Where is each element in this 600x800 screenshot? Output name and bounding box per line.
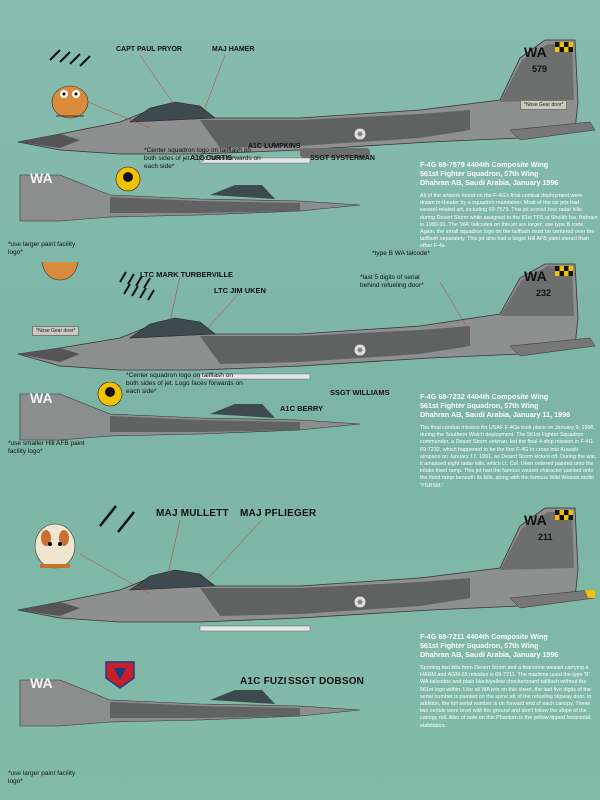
jet1-lower-view: WA *Center squadron logo on tailflash on…: [0, 143, 600, 256]
jet2-lower-tailcode: WA: [30, 390, 53, 406]
jet3-pilot-label: MAJ MULLETT: [156, 508, 229, 519]
jet2-crew2-label: SSGT WILLIAMS: [330, 388, 390, 397]
jet1-weasel-art-icon: [51, 85, 89, 119]
jet2-tailflash: [555, 266, 573, 276]
jet1-title-line3: Dhahran AB, Saudi Arabia, January 1996: [420, 178, 559, 187]
jet1-tail-serial: 579: [532, 64, 548, 74]
jet2-hill-afb-note: *use smaller Hill AFB paint facility log…: [8, 440, 85, 455]
jet2-weasel-art-icon: [41, 262, 79, 281]
jet3-kill-marks: [99, 505, 135, 533]
jet1-wso-label: MAJ HAMER: [212, 46, 255, 53]
jet1-side-profile: [17, 39, 596, 164]
jet1-nose-gear-tag: *Nose Gear door*: [520, 100, 568, 110]
jet1-center-logo-note: *Center squadron logo on tailflash on bo…: [144, 147, 261, 170]
jet3-crew2-label: SSGT DOBSON: [288, 676, 365, 687]
jet1-title-line1: F-4G 69-7579 4404th Composite Wing: [420, 160, 549, 169]
jet2-title-line1: F-4G 69-7232 4404th Composite Wing: [420, 392, 549, 401]
jet3-side-view: MAJ MULLETT MAJ PFLIEGER WA 211: [0, 498, 600, 638]
jet1-pilot-label: CAPT PAUL PRYOR: [116, 46, 182, 53]
jet3-weasel-art-icon: [34, 523, 76, 569]
jet1-crew1-label: A1C CURTIS: [190, 155, 233, 162]
jet3-tailflash: [555, 510, 573, 520]
jet1-crew3-label: SSGT SYSTERMAN: [310, 155, 375, 162]
jet1-title-line2: 561st Fighter Squadron, 57th Wing: [420, 169, 539, 178]
jet2-last5-note: *last 5 digits of serial behind refuelin…: [360, 274, 424, 289]
jet2-type-b-note: *type B WA talcode*: [372, 250, 430, 257]
jet1-tailflash: [555, 42, 573, 52]
jet2-center-logo-note: *Center squadron logo on tailflash on bo…: [126, 372, 243, 395]
jet3-wing-shield-icon: [105, 661, 135, 689]
jet2-kill-marks: [119, 271, 155, 301]
jet3-lower-view: WA A1C FUZI SSGT DOBSON *use larger pain…: [0, 660, 600, 785]
jet3-paint-facility-note: *use larger paint facility logo*: [8, 770, 76, 785]
jet2-lower-view: WA *Center squadron logo on tailflash on…: [0, 372, 600, 455]
jet1-squadron-logo-icon: [115, 166, 141, 192]
jet1-tailcode: WA: [524, 44, 547, 60]
jet2-nose-gear-tag: *Nose Gear door*: [32, 326, 80, 336]
jet3-info: F-4G 69-7211 4404th Composite Wing 561st…: [420, 632, 598, 730]
jet1-lower-profile: [19, 166, 361, 222]
jet2-squadron-logo-icon: [97, 382, 123, 407]
jet3-side-profile: [17, 505, 596, 632]
jet1-paint-facility-note: *use larger paint facility logo*: [8, 241, 76, 256]
jet2-wso-label: LTC JIM UKEN: [214, 286, 266, 295]
jet3-title-line1: F-4G 69-7211 4404th Composite Wing: [420, 632, 548, 641]
jet1-info: F-4G 69-7579 4404th Composite Wing 561st…: [420, 160, 598, 251]
jet2-crew1-label: A1C BERRY: [280, 404, 324, 413]
jet2-side-view: LTC MARK TURBERVILLE LTC JIM UKEN WA 232…: [0, 250, 600, 392]
jet1-side-view: CAPT PAUL PRYOR MAJ HAMER WA 579 *Nose G…: [0, 30, 600, 170]
jet2-title-line2: 561st Fighter Squadron, 57th Wing: [420, 401, 539, 410]
jet3-wso-label: MAJ PFLIEGER: [240, 508, 317, 519]
jet3-title-line2: 561st Fighter Squadron, 57th Wing: [420, 641, 539, 650]
jet2-tailcode: WA: [524, 268, 547, 284]
jet2-pilot-label: LTC MARK TURBERVILLE: [140, 270, 234, 279]
jet1-lower-tailcode: WA: [30, 170, 53, 186]
jet2-lower-profile: [19, 382, 361, 441]
jet1-description: All of the artwork found on the F-4G's f…: [420, 193, 598, 250]
jet1-crew2-label: A1C LUMPKINS: [248, 143, 301, 150]
jet2-tail-serial: 232: [536, 288, 552, 298]
jet2-side-profile: [17, 262, 596, 380]
jet2-title-line3: Dhahran AB, Saudi Arabia, January 11, 19…: [420, 410, 571, 419]
jet3-tail-serial: 211: [538, 532, 553, 542]
jet1-kill-marks: [49, 49, 91, 67]
jet3-lower-profile: [19, 661, 361, 727]
jet3-title-line3: Dhahran AB, Saudi Arabia, January 1996: [420, 650, 559, 659]
jet2-info: F-4G 69-7232 4404th Composite Wing 561st…: [420, 392, 598, 490]
jet3-lower-tailcode: WA: [30, 675, 53, 691]
jet2-description: The final combat mission for USAF F-4Gs …: [420, 425, 597, 489]
jet3-tailcode: WA: [524, 512, 547, 528]
jet3-crew1-label: A1C FUZI: [240, 676, 287, 687]
jet3-description: Sporting two kills from Desert Storm and…: [420, 665, 592, 729]
